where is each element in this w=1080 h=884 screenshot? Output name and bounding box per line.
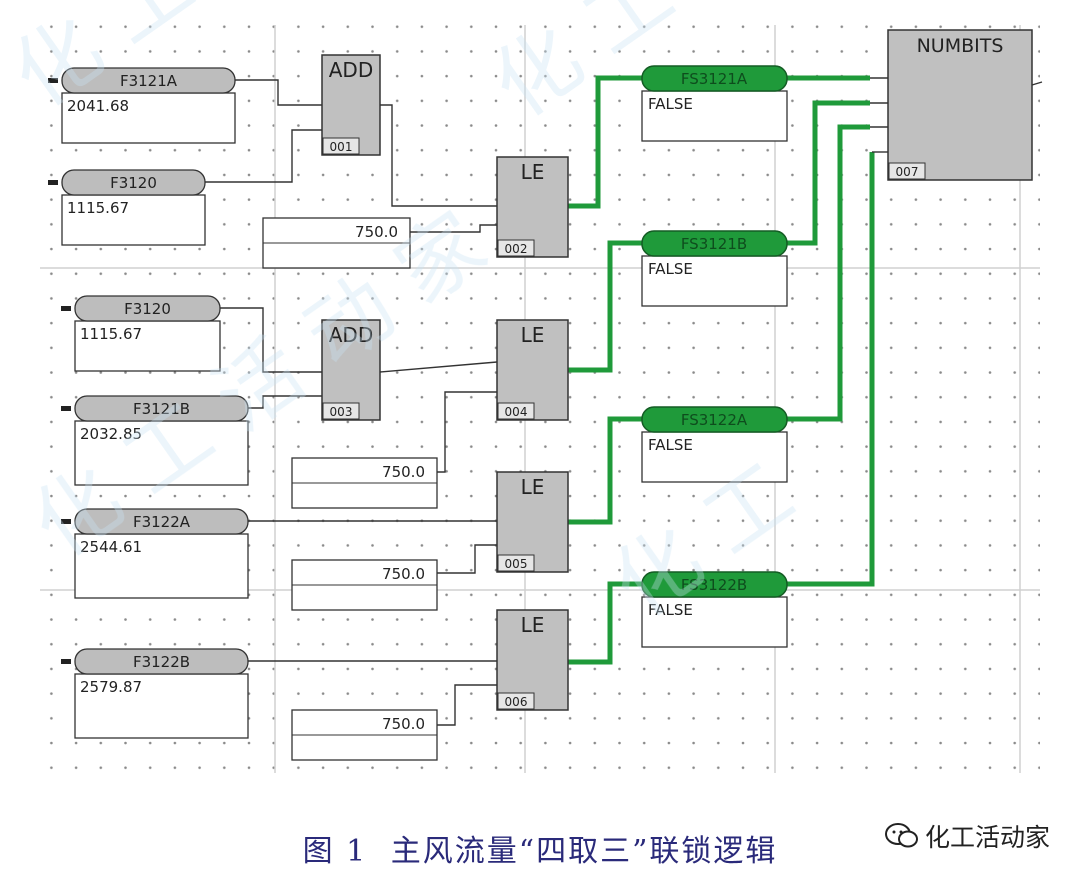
output-tag-3: FS3122B FALSE (641, 571, 788, 648)
input-tag-4: F3122A 2544.61 (61, 508, 249, 599)
block-add-001: ADD 001 (321, 54, 381, 156)
input-tag-5: F3122B 2579.87 (61, 648, 249, 739)
output-tag-name: FS3121A (681, 70, 748, 88)
input-tags: F3121A2041.68F31201115.67F31201115.67F31… (48, 67, 249, 739)
input-value: 2579.87 (80, 678, 142, 696)
input-tag-name: F3120 (124, 300, 171, 318)
block-label: LE (521, 475, 545, 499)
block-id: 002 (505, 242, 528, 256)
block-id: 003 (330, 405, 353, 419)
block-label: LE (521, 613, 545, 637)
constant-value: 750.0 (382, 463, 425, 481)
block-id: 006 (505, 695, 528, 709)
output-value: FALSE (648, 436, 693, 454)
output-value: FALSE (648, 601, 693, 619)
output-tag-name: FS3122B (681, 576, 747, 594)
block-add-003: ADD 003 (321, 319, 381, 421)
input-value: 1115.67 (80, 325, 142, 343)
block-le-005: LE 005 (496, 471, 569, 573)
constant-value: 750.0 (382, 715, 425, 733)
block-label: ADD (329, 58, 373, 82)
input-tag-name: F3121B (133, 400, 190, 418)
block-id: 004 (505, 405, 528, 419)
input-tag-name: F3122A (133, 513, 191, 531)
output-value: FALSE (648, 260, 693, 278)
input-value: 2041.68 (67, 97, 129, 115)
block-le-002: LE 002 (496, 156, 569, 258)
caption-title: 主风流量“四取三”联锁逻辑 (390, 834, 778, 869)
block-le-006: LE 006 (496, 609, 569, 711)
output-tag-0: FS3121A FALSE (641, 65, 788, 142)
input-tag-1: F3120 1115.67 (48, 169, 206, 246)
block-label: LE (521, 323, 545, 347)
output-tag-2: FS3122A FALSE (641, 406, 788, 483)
output-tag-1: FS3121B FALSE (641, 230, 788, 307)
input-tag-name: F3121A (120, 72, 178, 90)
input-tag-2: F3120 1115.67 (61, 295, 221, 372)
input-value: 1115.67 (67, 199, 129, 217)
block-numbits-007: NUMBITS 007 (887, 29, 1033, 181)
constant-value: 750.0 (355, 223, 398, 241)
input-tag-3: F3121B 2032.85 (61, 395, 249, 486)
output-value: FALSE (648, 95, 693, 113)
brand-badge: 化工活动家 (884, 818, 1050, 854)
caption-figure-number: 图 1 (302, 834, 368, 869)
function-blocks: ADD001ADD003LE002LE004LE005LE006NUMBITS0… (321, 29, 1033, 711)
output-tags: FS3121AFALSEFS3121BFALSEFS3122AFALSEFS31… (641, 65, 788, 648)
block-label: NUMBITS (917, 35, 1004, 57)
block-id: 001 (330, 140, 353, 154)
wechat-icon (884, 823, 918, 848)
input-tag-name: F3120 (110, 174, 157, 192)
constant-boxes: 750.0 750.0 750.0 750.0 (262, 217, 438, 761)
block-id: 005 (505, 557, 528, 571)
output-tag-name: FS3121B (681, 235, 747, 253)
output-tag-name: FS3122A (681, 411, 748, 429)
input-value: 2544.61 (80, 538, 142, 556)
input-tag-name: F3122B (133, 653, 190, 671)
active-wires (568, 75, 875, 665)
block-label: ADD (329, 323, 373, 347)
constant-value: 750.0 (382, 565, 425, 583)
input-tag-0: F3121A 2041.68 (48, 67, 236, 144)
block-id: 007 (896, 165, 919, 179)
brand-name: 化工活动家 (924, 823, 1050, 852)
block-le-004: LE 004 (496, 319, 569, 421)
figure-caption: 图 1 主风流量“四取三”联锁逻辑 (0, 826, 1080, 870)
signal-wires (205, 79, 498, 726)
input-value: 2032.85 (80, 425, 142, 443)
block-label: LE (521, 160, 545, 184)
